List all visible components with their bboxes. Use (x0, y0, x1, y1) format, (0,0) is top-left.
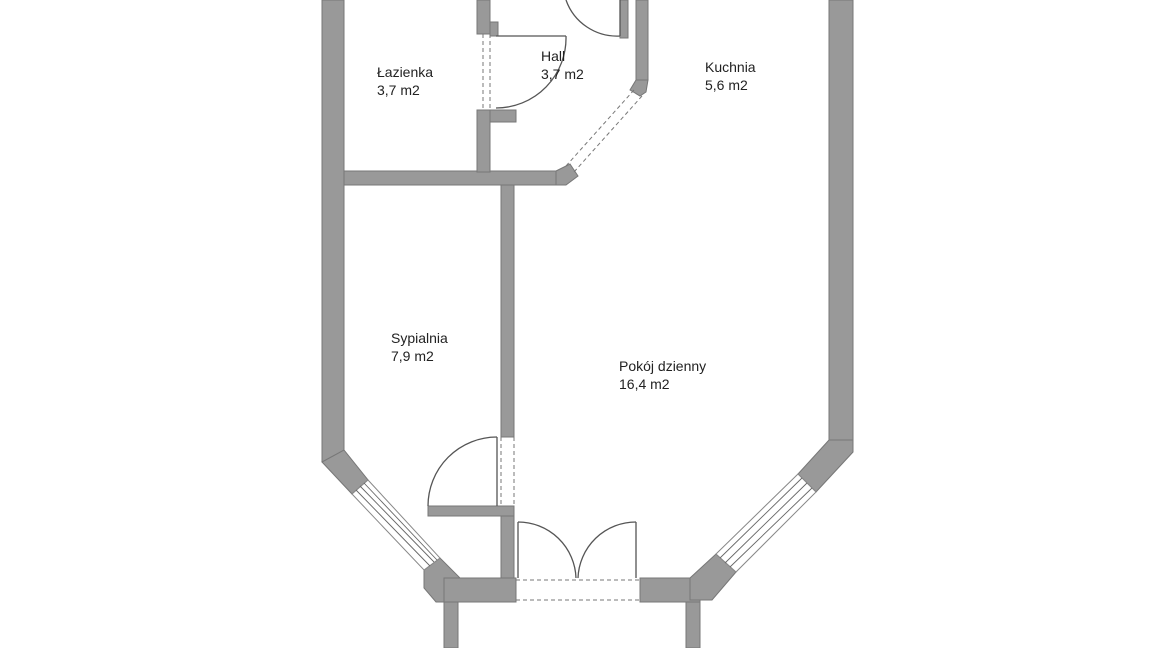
left-window-line-1 (355, 489, 431, 567)
balcony-wall-right (685, 601, 701, 648)
interior-walls (343, 0, 649, 579)
right-outer-wall (828, 0, 854, 441)
bedroom-area: 7,9 m2 (391, 348, 434, 364)
kitchen-opening-2 (573, 95, 643, 173)
wall-bedroom-living-bottom (500, 515, 515, 579)
windows (351, 473, 817, 573)
wall-hall-top-stub (489, 21, 499, 37)
balcony-wall-left (443, 601, 459, 648)
living-room-area: 16,4 m2 (619, 376, 670, 392)
bedroom-name: Sypialnia (391, 330, 448, 346)
bedroom-door-swing (427, 436, 498, 507)
wall-hall-door-jamb (619, 0, 629, 39)
wall-bath-bedroom (343, 170, 563, 186)
entry-door-swing (565, 0, 621, 37)
kitchen-area: 5,6 m2 (705, 77, 748, 93)
kitchen-name: Kuchnia (705, 59, 756, 75)
wall-bath-hall-bottom (476, 109, 491, 173)
wall-bath-hall-top (476, 0, 491, 35)
balcony-door-swing-right (577, 521, 637, 579)
wall-bedroom-door-stub (427, 505, 515, 517)
hall-area: 3,7 m2 (541, 66, 584, 82)
balcony-door-swing-left (517, 521, 577, 579)
hall-name: Hall (541, 48, 565, 64)
doors (427, 0, 643, 601)
left-window-line-3 (363, 482, 438, 561)
bathroom-door-swing (495, 35, 567, 109)
bottom-wall-left (443, 577, 517, 603)
right-window-line-2 (724, 482, 808, 564)
wall-bedroom-living-top (500, 184, 515, 438)
living-room-name: Pokój dzienny (619, 358, 706, 374)
room-labels: Łazienka 3,7 m2 Hall 3,7 m2 Kuchnia 5,6 … (377, 48, 756, 392)
wall-hall-kitchen (635, 0, 649, 81)
left-bay-window (351, 479, 441, 571)
bathroom-area: 3,7 m2 (377, 82, 420, 98)
kitchen-opening (565, 89, 635, 167)
left-window-line-2 (359, 485, 435, 563)
wall-hall-corner (555, 163, 579, 186)
right-bay-wall-upper (797, 439, 854, 493)
bathroom-name: Łazienka (377, 64, 433, 80)
wall-hall-kitchen-corner (629, 79, 649, 97)
wall-hall-stub (489, 109, 517, 123)
right-window-line-3 (729, 487, 813, 568)
left-outer-wall (321, 0, 345, 463)
right-window-line-1 (719, 477, 803, 559)
